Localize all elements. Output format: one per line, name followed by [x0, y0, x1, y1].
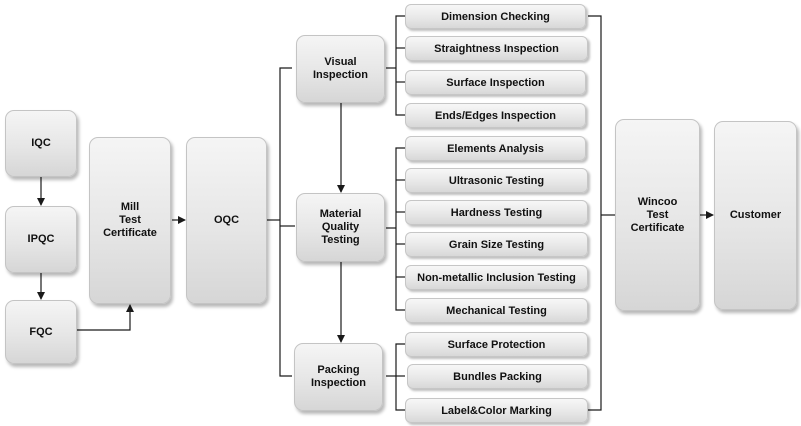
- visual-bracket: [395, 15, 405, 116]
- visual-item: Ends/Edges Inspection: [405, 103, 586, 128]
- iqc-label: IQC: [31, 137, 51, 149]
- material-item: Ultrasonic Testing: [405, 168, 588, 193]
- material-quality-testing-box: Material Quality Testing: [296, 193, 385, 262]
- material-line-2: Quality: [321, 221, 360, 233]
- wincoo-line-2: Test: [646, 208, 669, 221]
- packing-inspection-box: Packing Inspection: [294, 343, 383, 411]
- customer-box: Customer: [714, 121, 797, 310]
- visual-line-2: Inspection: [312, 69, 368, 81]
- material-line-3: Testing: [321, 234, 360, 246]
- material-line-1: Material: [319, 208, 362, 220]
- wincoo-line-3: Certificate: [630, 221, 685, 234]
- mill-test-certificate-box: Mill Test Certificate: [89, 137, 171, 304]
- material-item: Grain Size Testing: [405, 232, 588, 257]
- packing-item: Surface Protection: [405, 332, 588, 357]
- packing-item: Bundles Packing: [407, 364, 588, 389]
- fqc-box: FQC: [5, 300, 77, 364]
- mill-line-3: Certificate: [103, 227, 157, 239]
- ipqc-box: IPQC: [5, 206, 77, 273]
- visual-item: Straightness Inspection: [405, 36, 588, 61]
- wincoo-line-1: Wincoo: [637, 195, 678, 208]
- packing-line-1: Packing: [317, 364, 360, 376]
- right-bracket: [588, 15, 602, 411]
- iqc-box: IQC: [5, 110, 77, 177]
- fqc-label: FQC: [29, 325, 53, 338]
- visual-inspection-box: Visual Inspection: [296, 35, 385, 103]
- oqc-label: OQC: [213, 214, 240, 226]
- visual-line-1: Visual: [324, 56, 357, 68]
- material-bracket: [395, 147, 405, 311]
- wincoo-test-certificate-box: Wincoo Test Certificate: [615, 119, 700, 311]
- arrow-fqc-mill: [77, 304, 134, 331]
- material-item: Mechanical Testing: [405, 298, 588, 323]
- customer-label: Customer: [729, 209, 782, 221]
- material-item: Elements Analysis: [405, 136, 586, 161]
- mill-line-1: Mill: [120, 201, 140, 213]
- visual-item: Surface Inspection: [405, 70, 586, 95]
- oqc-box: OQC: [186, 137, 267, 304]
- material-item: Hardness Testing: [405, 200, 588, 225]
- ipqc-label: IPQC: [27, 233, 55, 245]
- packing-item: Label&Color Marking: [405, 398, 588, 423]
- packing-bracket: [395, 343, 405, 411]
- mill-line-2: Test: [119, 214, 141, 226]
- oqc-bracket: [279, 67, 292, 377]
- packing-line-2: Inspection: [310, 377, 366, 389]
- material-item: Non-metallic Inclusion Testing: [405, 265, 588, 290]
- visual-item: Dimension Checking: [405, 4, 586, 29]
